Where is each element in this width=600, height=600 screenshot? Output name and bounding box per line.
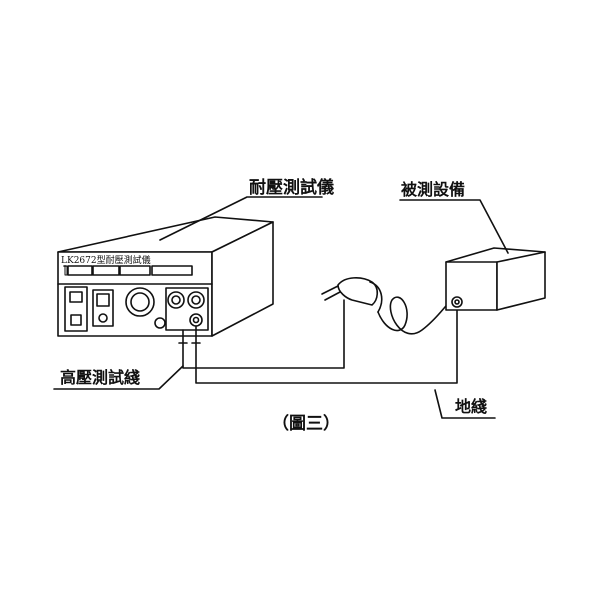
tester-callout-line — [159, 196, 323, 241]
function-switch — [92, 289, 114, 327]
device-under-test — [445, 247, 546, 311]
plug-body — [337, 277, 379, 306]
ground-wire-label: 地綫 — [455, 397, 487, 416]
callouts — [53, 196, 509, 419]
hv-output-terminal — [167, 291, 185, 309]
voltage-dial-inner — [130, 292, 150, 312]
hv-lead-callout-line — [53, 365, 184, 390]
appliance-cord — [377, 296, 453, 335]
tester-side-face — [211, 221, 274, 337]
function-switch-window — [96, 293, 110, 307]
time-knob — [154, 317, 166, 329]
test-leads — [178, 299, 458, 384]
tester-model-label: LK2672型耐壓測試儀 — [61, 254, 151, 266]
return-terminal — [187, 291, 205, 309]
dut-callout-line — [399, 199, 509, 254]
plug-pin-1 — [321, 285, 339, 295]
plug-pin-2 — [324, 291, 341, 301]
tester-label: 耐壓測試儀 — [249, 177, 334, 198]
power-switch — [64, 286, 88, 332]
dut-front-face — [445, 261, 498, 311]
dut-label: 被測設備 — [401, 180, 465, 199]
display-window-2 — [92, 265, 120, 276]
output-terminal-block — [165, 287, 209, 331]
display-window-4 — [151, 265, 193, 276]
voltage-dial — [125, 287, 155, 317]
power-plug — [321, 277, 453, 335]
plug-tail — [369, 281, 383, 313]
figure-caption: （圖三） — [272, 413, 340, 434]
dut-side-face — [496, 251, 546, 311]
hv-test-lead-line — [182, 299, 345, 369]
power-switch-bottom — [70, 314, 82, 326]
display-window-3 — [119, 265, 151, 276]
range-switch — [64, 265, 68, 276]
ground-lead-line — [195, 301, 458, 384]
function-switch-knob — [98, 313, 108, 323]
ground-callout-line — [434, 389, 496, 419]
hv-lead-label: 高壓測試綫 — [60, 368, 140, 387]
dut-ground-terminal — [451, 296, 463, 308]
display-window-1 — [67, 265, 93, 276]
power-switch-top — [69, 291, 83, 303]
hv-tester-instrument: LK2672型耐壓測試儀 — [57, 216, 274, 337]
